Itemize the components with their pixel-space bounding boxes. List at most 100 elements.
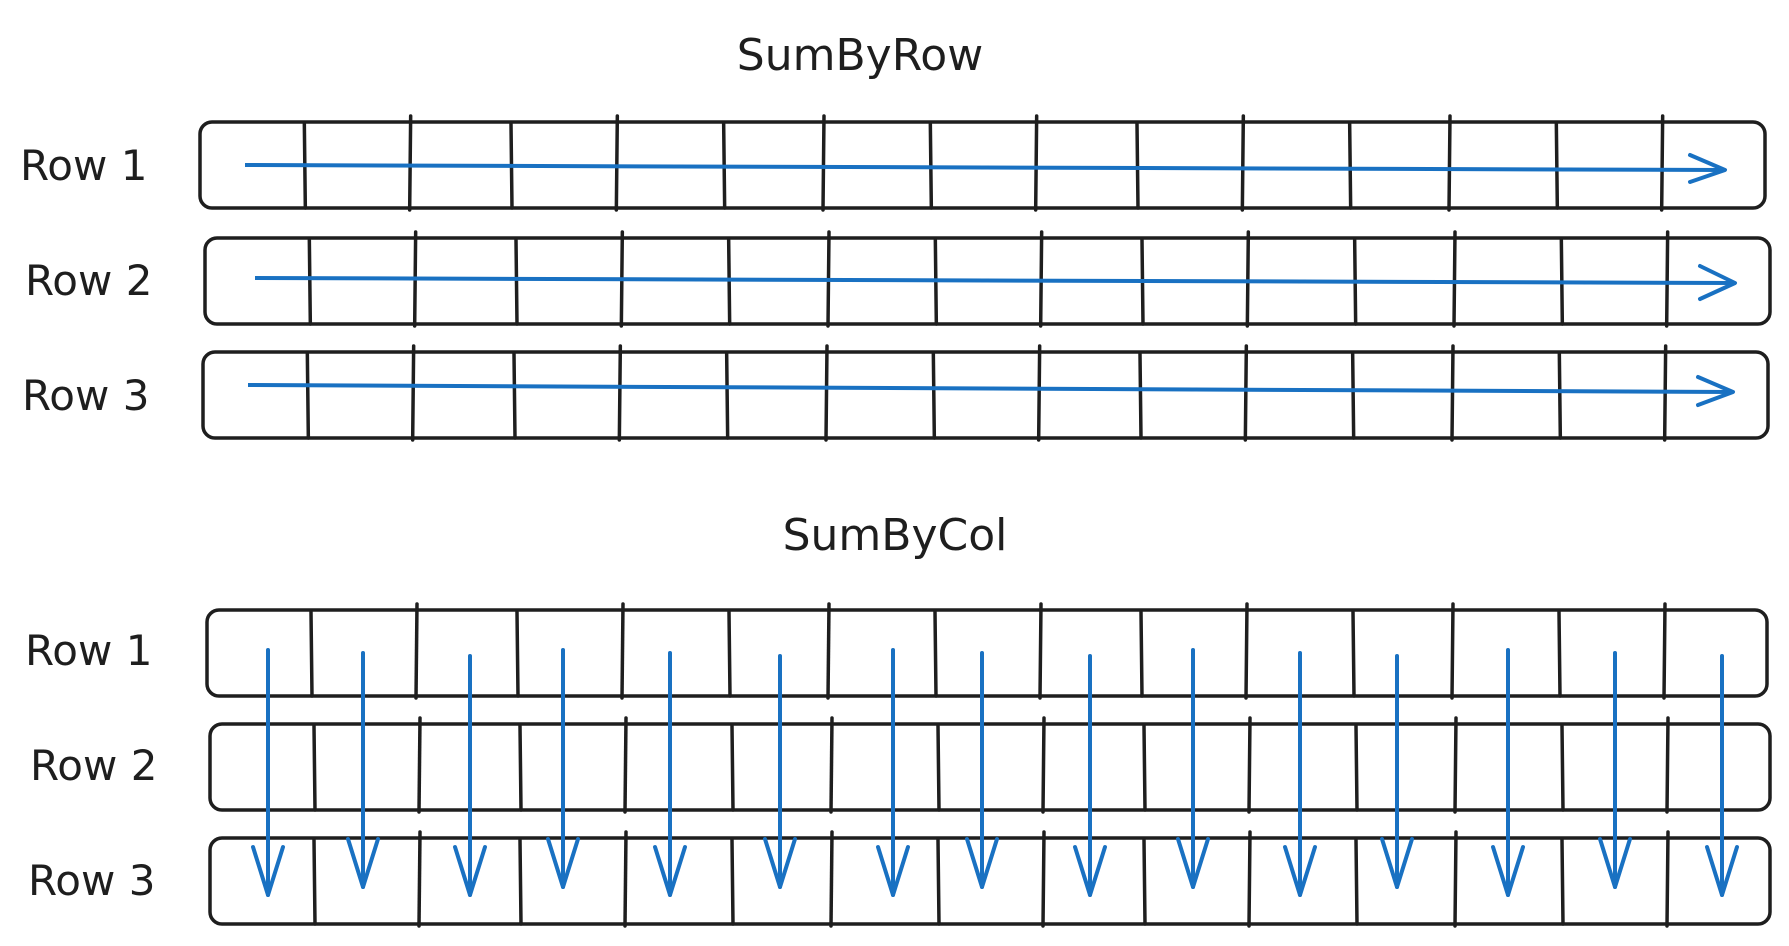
row-strip — [208, 722, 1772, 812]
cell-divider — [1665, 716, 1670, 814]
cell-divider — [1659, 114, 1665, 212]
section-sum-by-row: SumByRow Row 1 Row 2 Row 3 — [20, 30, 1772, 442]
cell-divider — [623, 830, 628, 928]
row-3: Row 3 — [22, 344, 1770, 442]
cell-divider — [821, 114, 826, 212]
cell-divider — [407, 114, 413, 212]
cell-divider — [1038, 602, 1043, 700]
cell-divider — [1453, 830, 1458, 928]
cell-divider — [1354, 724, 1359, 812]
cell-divider — [1245, 230, 1251, 328]
cell-divider — [1554, 122, 1560, 210]
cell-divider — [1351, 610, 1356, 698]
cell-divider — [1557, 610, 1562, 698]
cell-divider — [726, 238, 732, 326]
cell-divider — [1247, 716, 1252, 814]
column-arrow — [251, 648, 285, 897]
row-1: Row 1 — [20, 114, 1767, 212]
cell-divider — [617, 344, 623, 442]
cell-divider — [1036, 344, 1042, 442]
row-strip — [208, 836, 1772, 926]
row-label: Row 2 — [25, 256, 152, 305]
cell-divider — [730, 838, 735, 926]
cell-divider — [414, 602, 419, 700]
cell-divider — [826, 602, 831, 700]
column-arrow — [346, 651, 380, 889]
cell-divider — [1354, 838, 1359, 926]
row-label: Row 1 — [25, 626, 152, 675]
cell-divider — [1240, 114, 1246, 212]
column-arrow — [876, 648, 910, 897]
column-arrow — [763, 654, 797, 889]
cell-divider — [518, 724, 523, 812]
cell-divider — [1447, 114, 1452, 212]
column-arrow — [1598, 651, 1632, 889]
cell-divider — [1665, 830, 1670, 928]
cell-divider — [1142, 724, 1147, 812]
column-arrow — [1283, 651, 1317, 897]
cell-divider — [1139, 610, 1144, 698]
column-arrow — [1176, 648, 1210, 889]
cell-divider — [724, 352, 730, 440]
row-2: Row 2 — [30, 716, 1772, 814]
cell-divider — [1560, 724, 1565, 812]
column-arrow — [965, 651, 999, 889]
cell-divider — [936, 724, 941, 812]
cell-divider — [1033, 114, 1039, 212]
column-arrow — [453, 654, 487, 897]
cell-divider — [1041, 716, 1046, 814]
cell-divider — [1453, 716, 1458, 814]
row-strip — [205, 608, 1769, 698]
cell-divider — [1452, 230, 1457, 328]
cell-divider — [1664, 230, 1670, 328]
cell-divider — [309, 610, 314, 698]
cell-divider — [1243, 344, 1249, 442]
column-arrow — [653, 651, 687, 897]
section-title: SumByRow — [737, 30, 983, 81]
row-strip — [201, 350, 1770, 440]
section-sum-by-col: SumByCol Row 1 Row 2 Row 3 — [25, 510, 1772, 928]
column-arrow — [1380, 654, 1414, 889]
cell-divider — [305, 352, 311, 440]
cell-divider — [515, 610, 520, 698]
cell-divider — [417, 716, 422, 814]
cell-divider — [824, 344, 829, 442]
column-arrow — [546, 648, 580, 889]
row-label: Row 3 — [22, 371, 149, 420]
cell-divider — [1041, 830, 1046, 928]
cell-divider — [829, 830, 834, 928]
cell-divider — [730, 724, 735, 812]
row-label: Row 2 — [30, 741, 157, 790]
row-strip — [198, 120, 1767, 210]
cell-divider — [727, 610, 732, 698]
cell-divider — [417, 830, 422, 928]
cell-divider — [623, 716, 628, 814]
cell-divider — [410, 344, 416, 442]
cell-divider — [1347, 122, 1353, 210]
cell-divider — [1560, 838, 1565, 926]
column-arrow — [1705, 654, 1739, 897]
cell-divider — [620, 602, 625, 700]
cell-divider — [1450, 344, 1455, 442]
cell-divider — [1450, 602, 1455, 700]
cell-divider — [1247, 830, 1252, 928]
row-strip — [203, 236, 1772, 326]
cell-divider — [312, 724, 317, 812]
cell-divider — [1135, 122, 1140, 210]
row-3: Row 3 — [28, 830, 1772, 928]
cell-divider — [514, 238, 519, 326]
cell-divider — [1350, 352, 1356, 440]
section-title: SumByCol — [783, 510, 1008, 561]
cell-divider — [931, 352, 937, 440]
column-arrow — [1073, 654, 1107, 897]
column-arrows — [251, 648, 1739, 897]
row-label: Row 3 — [28, 856, 155, 905]
cell-divider — [1662, 602, 1667, 700]
cell-divider — [518, 838, 523, 926]
row-label: Row 1 — [20, 141, 147, 190]
cell-divider — [829, 716, 834, 814]
cell-divider — [614, 114, 620, 212]
cell-divider — [936, 838, 941, 926]
